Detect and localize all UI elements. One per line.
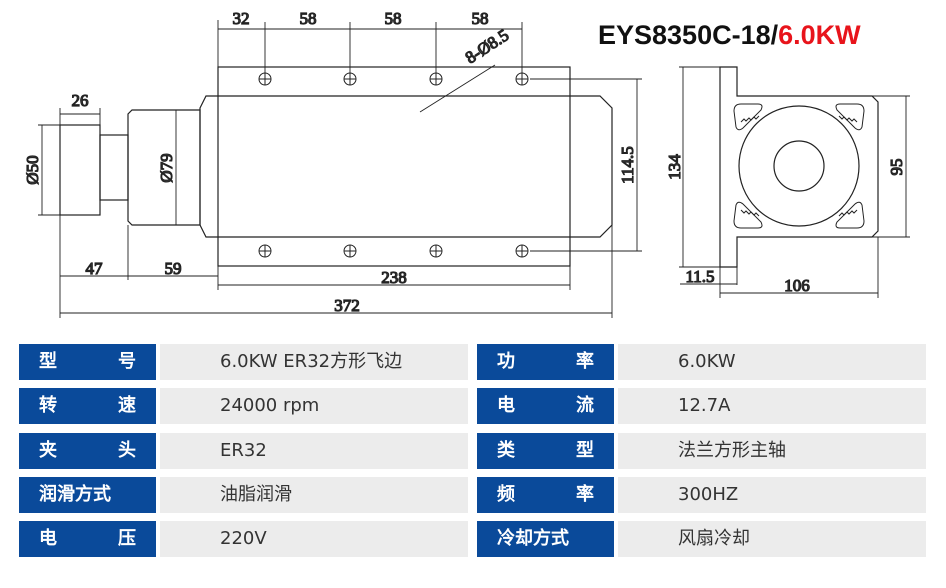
spindle-neck xyxy=(99,134,129,201)
spec-value: 12.7A xyxy=(618,388,926,424)
dim-hole-spacing: 114.5 xyxy=(618,146,637,184)
dim-47: 47 xyxy=(86,259,104,278)
spec-label-text: 率 xyxy=(576,351,594,372)
dim-collet-length: 26 xyxy=(72,91,89,110)
flange-plate xyxy=(217,66,571,267)
spec-value: 220V xyxy=(160,521,468,557)
dim-holes: 8-Ø8.5 xyxy=(462,25,512,67)
spec-label: 润滑方式 xyxy=(19,477,156,513)
spec-value: 6.0KW xyxy=(618,344,926,380)
technical-drawing: 32 58 58 58 8-Ø8.5 26 Ø50 Ø79 114.5 47 5… xyxy=(22,8,910,318)
spec-label-text: 夹 xyxy=(39,440,57,461)
dim-95: 95 xyxy=(887,159,906,176)
spec-label-text: 功 xyxy=(497,351,515,372)
dim-top-2: 58 xyxy=(300,9,317,28)
body-circle xyxy=(738,105,860,227)
dim-59: 59 xyxy=(165,259,182,278)
cooling-slots xyxy=(733,103,865,229)
spindle-nose xyxy=(127,109,201,226)
spec-value: 24000 rpm xyxy=(160,388,468,424)
front-view: 32 58 58 58 8-Ø8.5 26 Ø50 Ø79 114.5 47 5… xyxy=(22,8,642,318)
spec-value: 6.0KW ER32方形飞边 xyxy=(160,344,468,380)
collet-nut xyxy=(59,124,101,216)
spec-label-text: 型 xyxy=(39,351,57,372)
spec-label-text: 流 xyxy=(576,395,594,416)
spec-label-text: 型 xyxy=(576,440,594,461)
spec-label-text: 频 xyxy=(497,484,515,505)
spec-label-text: 冷却方式 xyxy=(497,528,569,549)
dim-238: 238 xyxy=(381,268,407,287)
spec-label: 夹头 xyxy=(19,433,156,469)
spec-label-text: 电 xyxy=(497,395,515,416)
side-dimension-lines xyxy=(679,66,910,298)
spec-label-text: 压 xyxy=(118,528,136,549)
spec-label-text: 类 xyxy=(497,440,515,461)
spec-label: 电流 xyxy=(477,388,614,424)
spec-label-text: 电 xyxy=(39,528,57,549)
dim-nose-dia: Ø79 xyxy=(157,153,176,182)
dim-top-1: 32 xyxy=(233,9,250,28)
mount-holes xyxy=(258,72,529,258)
dim-top-4: 58 xyxy=(472,9,489,28)
spec-value: 油脂润滑 xyxy=(160,477,468,513)
spindle-body xyxy=(199,95,613,238)
spec-label: 型号 xyxy=(19,344,156,380)
spec-label-text: 头 xyxy=(118,440,136,461)
spec-label: 电压 xyxy=(19,521,156,557)
spec-label: 频率 xyxy=(477,477,614,513)
spec-label: 功率 xyxy=(477,344,614,380)
spec-value: 300HZ xyxy=(618,477,926,513)
spec-label-text: 率 xyxy=(576,484,594,505)
spec-label-text: 号 xyxy=(118,351,136,372)
flange-profile xyxy=(719,66,879,268)
model-name: EYS8350C-18/ xyxy=(598,20,779,50)
dim-106: 106 xyxy=(784,276,810,295)
spec-label-text: 速 xyxy=(118,395,136,416)
model-title: EYS8350C-18/6.0KW xyxy=(598,20,861,51)
spec-value: 风扇冷却 xyxy=(618,521,926,557)
spec-label: 类型 xyxy=(477,433,614,469)
spec-value: ER32 xyxy=(160,433,468,469)
dim-11-5: 11.5 xyxy=(685,267,714,286)
dimension-lines xyxy=(38,20,642,318)
bore-circle xyxy=(773,140,825,192)
spec-label: 转速 xyxy=(19,388,156,424)
dim-collet-dia: Ø50 xyxy=(23,155,42,184)
dim-372: 372 xyxy=(334,296,360,315)
spec-label-text: 转 xyxy=(39,395,57,416)
spec-value: 法兰方形主轴 xyxy=(618,433,926,469)
spec-label-text: 润滑方式 xyxy=(39,484,111,505)
spec-label: 冷却方式 xyxy=(477,521,614,557)
model-power: 6.0KW xyxy=(778,20,861,50)
dim-134: 134 xyxy=(665,154,684,180)
side-view: 134 95 11.5 106 xyxy=(664,66,910,298)
dim-top-3: 58 xyxy=(385,9,402,28)
